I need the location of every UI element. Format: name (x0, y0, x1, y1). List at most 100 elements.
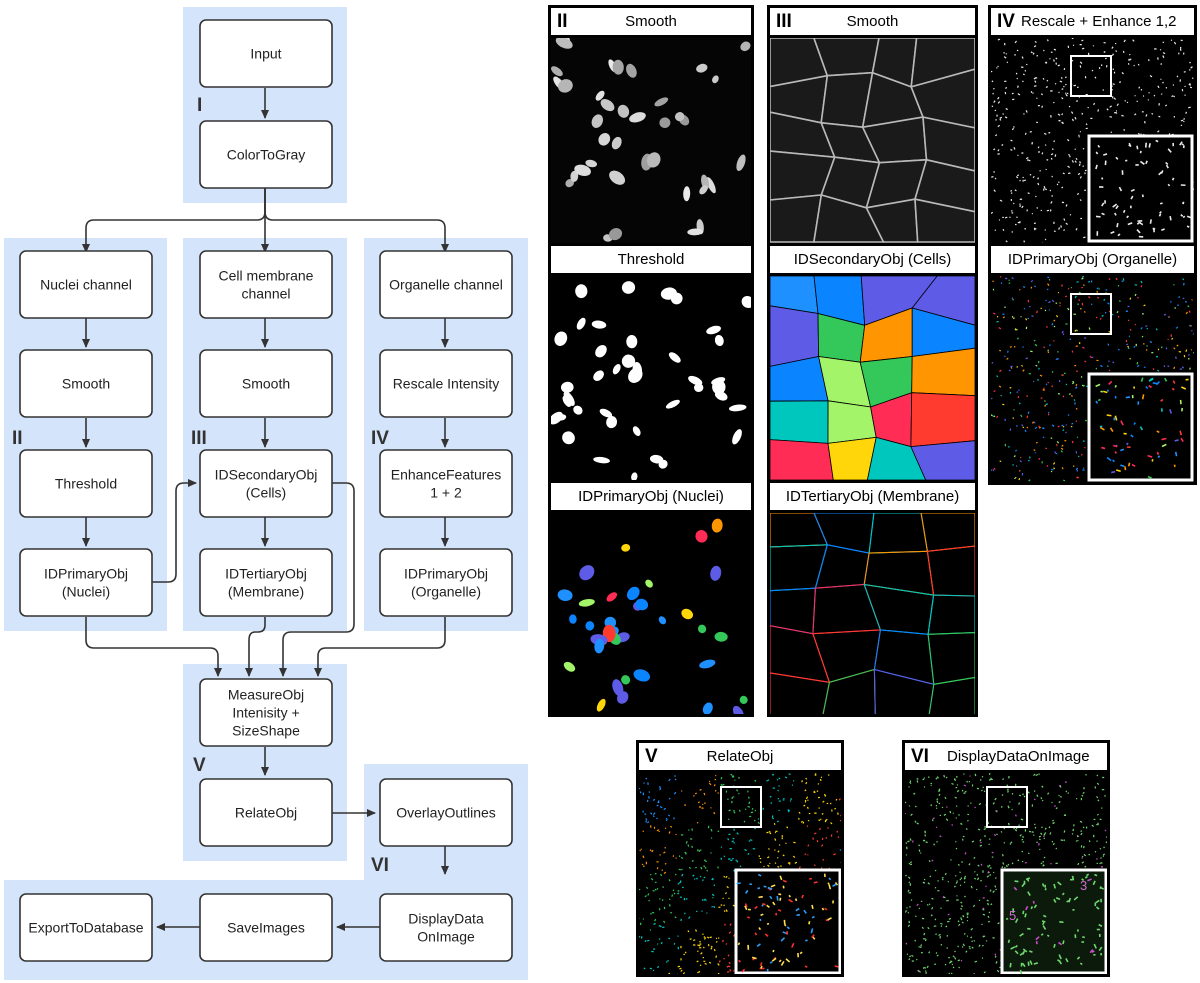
organelle-dot (959, 871, 961, 873)
organelle-dot (955, 786, 958, 789)
organelle-dot (771, 957, 777, 962)
organelle-dot (731, 801, 733, 804)
organelle-dot (1129, 357, 1131, 360)
organelle-dot (680, 834, 684, 836)
organelle-dot (1047, 349, 1049, 351)
organelle-dot (769, 832, 772, 835)
organelle-dot (986, 875, 990, 878)
organelle-dot (1057, 64, 1060, 67)
organelle-dot (715, 774, 717, 777)
organelle-dot (839, 849, 841, 852)
organelle-dot (988, 871, 990, 874)
organelle-dot (1081, 47, 1085, 50)
organelle-dot (1079, 65, 1082, 68)
organelle-dot (909, 884, 912, 886)
organelle-dot (811, 934, 815, 939)
organelle-dot (1178, 296, 1181, 299)
box-label-line: OnImage (417, 929, 475, 945)
organelle-dot (982, 907, 985, 910)
nucleus-blob (591, 320, 607, 329)
organelle-dot (1038, 426, 1041, 429)
organelle-dot (1165, 347, 1168, 350)
organelle-dot (918, 849, 921, 852)
organelle-dot (1023, 307, 1026, 310)
organelle-dot (997, 922, 1000, 925)
organelle-dot (713, 948, 716, 952)
organelle-dot (726, 965, 729, 968)
organelle-dot (764, 933, 769, 938)
organelle-dot (1068, 172, 1071, 175)
organelle-dot (1038, 367, 1040, 370)
organelle-dot (961, 861, 963, 863)
organelle-dot (1181, 143, 1184, 146)
organelle-dot (1093, 102, 1096, 106)
organelle-dot (1071, 118, 1074, 122)
organelle-dot (1103, 51, 1106, 53)
organelle-dot (1023, 240, 1025, 243)
organelle-dot (916, 778, 919, 780)
organelle-dot (789, 862, 791, 865)
organelle-dot (1075, 386, 1078, 389)
organelle-dot (940, 907, 942, 909)
organelle-dot (920, 900, 923, 902)
organelle-dot (1091, 950, 1095, 953)
organelle-dot (1012, 202, 1015, 205)
organelle-dot (1006, 350, 1009, 353)
nucleus-blob (711, 518, 723, 533)
organelle-dot (1147, 59, 1150, 62)
organelle-dot (1132, 39, 1135, 42)
organelle-dot (909, 883, 912, 885)
organelle-dot (1071, 160, 1074, 163)
organelle-dot (1058, 800, 1061, 804)
organelle-dot (974, 773, 977, 777)
box-label-line: SaveImages (227, 920, 305, 936)
organelle-dot (712, 896, 714, 899)
organelle-dot (1099, 847, 1102, 850)
organelle-dot (1058, 120, 1061, 122)
organelle-dot (648, 899, 650, 902)
organelle-dot (644, 940, 647, 943)
organelle-dot (645, 818, 648, 821)
organelle-dot (700, 952, 703, 955)
nucleus-blob (598, 133, 611, 146)
organelle-dot (1044, 404, 1047, 407)
organelle-dot (1013, 126, 1015, 128)
organelle-dot (1016, 391, 1019, 394)
organelle-dot (677, 935, 679, 937)
organelle-dot (1075, 840, 1078, 842)
organelle-dot (668, 898, 671, 901)
organelle-dot (1143, 366, 1146, 369)
organelle-dot (816, 790, 819, 793)
organelle-dot (1172, 142, 1175, 147)
organelle-dot (973, 940, 976, 942)
organelle-dot (1011, 127, 1015, 131)
organelle-dot (683, 898, 686, 901)
organelle-dot (1183, 282, 1185, 286)
organelle-dot (937, 890, 940, 892)
organelle-dot (778, 800, 781, 802)
organelle-dot (991, 397, 993, 400)
organelle-dot (1043, 185, 1046, 189)
organelle-dot (778, 809, 780, 812)
organelle-dot (780, 865, 782, 867)
organelle-dot (1114, 212, 1117, 216)
organelle-dot (1095, 899, 1100, 904)
organelle-dot (1063, 830, 1066, 833)
organelle-dot (1102, 89, 1104, 91)
organelle-dot (1027, 459, 1030, 462)
organelle-dot (1017, 154, 1019, 157)
organelle-dot (1063, 814, 1066, 817)
organelle-dot (1099, 425, 1103, 428)
organelle-dot (1098, 288, 1100, 290)
organelle-dot (1007, 790, 1009, 793)
organelle-dot (1098, 67, 1101, 69)
organelle-dot (1097, 799, 1100, 802)
organelle-dot (1139, 150, 1142, 154)
organelle-dot (941, 806, 944, 809)
organelle-dot (1010, 199, 1012, 201)
organelle-dot (1079, 161, 1081, 164)
organelle-dot (924, 938, 927, 942)
organelle-dot (1152, 382, 1158, 385)
organelle-dot (1122, 50, 1125, 54)
organelle-dot (1114, 395, 1117, 399)
